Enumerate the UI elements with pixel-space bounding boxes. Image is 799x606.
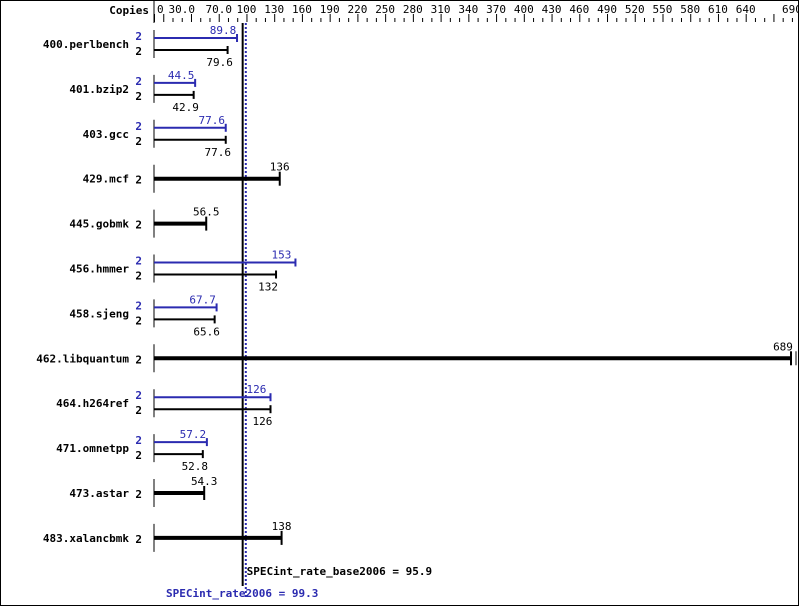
base-value: 79.6 <box>206 56 233 69</box>
base-value: 52.8 <box>182 460 209 473</box>
tick-label: 430 <box>542 3 562 16</box>
peak-value: 44.5 <box>168 69 195 82</box>
benchmark-label: 462.libquantum <box>36 352 129 365</box>
base-copies: 2 <box>135 219 142 232</box>
tick-label: 0 <box>157 3 164 16</box>
tick-label: 550 <box>653 3 673 16</box>
base-value: 65.6 <box>193 325 220 338</box>
base-score-label: SPECint_rate_base2006 = 95.9 <box>247 565 432 578</box>
base-value: 138 <box>272 520 292 533</box>
benchmark-label: 429.mcf <box>83 173 129 186</box>
peak-value: 89.8 <box>210 24 237 37</box>
tick-label: 580 <box>680 3 700 16</box>
base-value: 136 <box>270 161 290 174</box>
base-value: 42.9 <box>172 101 199 114</box>
peak-value: 153 <box>272 249 292 262</box>
peak-copies: 2 <box>135 299 142 312</box>
benchmark-label: 445.gobmk <box>69 218 129 231</box>
benchmark-label: 464.h264ref <box>56 397 129 410</box>
base-copies: 2 <box>135 533 142 546</box>
base-copies: 2 <box>135 174 142 187</box>
tick-label: 30.0 <box>168 3 195 16</box>
base-copies: 2 <box>135 135 142 148</box>
benchmark-label: 483.xalancbmk <box>43 532 129 545</box>
peak-value: 57.2 <box>180 428 207 441</box>
peak-copies: 2 <box>135 434 142 447</box>
base-copies: 2 <box>135 270 142 283</box>
benchmark-label: 473.astar <box>69 487 129 500</box>
tick-label: 250 <box>375 3 395 16</box>
tick-label: 310 <box>431 3 451 16</box>
benchmark-label: 458.sjeng <box>69 307 129 320</box>
base-value: 54.3 <box>191 475 218 488</box>
benchmark-label: 401.bzip2 <box>69 83 129 96</box>
base-value: 77.6 <box>204 146 231 159</box>
tick-label: 190 <box>320 3 340 16</box>
base-value: 689 <box>773 340 793 353</box>
tick-label: 100 <box>237 3 257 16</box>
tick-label: 460 <box>569 3 589 16</box>
benchmark-label: 403.gcc <box>83 128 129 141</box>
tick-label: 340 <box>458 3 478 16</box>
axis-header: Copies <box>109 4 149 17</box>
base-copies: 2 <box>135 404 142 417</box>
peak-value: 67.7 <box>189 293 216 306</box>
tick-label: 220 <box>347 3 367 16</box>
base-value: 56.5 <box>193 206 220 219</box>
tick-label: 640 <box>736 3 756 16</box>
base-copies: 2 <box>135 488 142 501</box>
base-copies: 2 <box>135 314 142 327</box>
peak-copies: 2 <box>135 75 142 88</box>
base-copies: 2 <box>135 90 142 103</box>
base-copies: 2 <box>135 45 142 58</box>
peak-copies: 2 <box>135 30 142 43</box>
peak-score-label: SPECint_rate2006 = 99.3 <box>166 587 318 600</box>
tick-label: 690 <box>782 3 798 16</box>
peak-copies: 2 <box>135 255 142 268</box>
peak-copies: 2 <box>135 120 142 133</box>
tick-label: 610 <box>708 3 728 16</box>
tick-label: 520 <box>625 3 645 16</box>
base-value: 132 <box>258 281 278 294</box>
tick-label: 280 <box>403 3 423 16</box>
tick-label: 130 <box>264 3 284 16</box>
base-copies: 2 <box>135 353 142 366</box>
peak-value: 77.6 <box>198 114 225 127</box>
tick-label: 160 <box>292 3 312 16</box>
tick-label: 400 <box>514 3 534 16</box>
tick-label: 490 <box>597 3 617 16</box>
benchmark-label: 400.perlbench <box>43 38 129 51</box>
peak-copies: 2 <box>135 389 142 402</box>
peak-value: 126 <box>247 383 267 396</box>
base-value: 126 <box>253 415 273 428</box>
benchmark-label: 456.hmmer <box>69 263 129 276</box>
tick-label: 70.0 <box>205 3 232 16</box>
tick-label: 370 <box>486 3 506 16</box>
base-copies: 2 <box>135 449 142 462</box>
benchmark-label: 471.omnetpp <box>56 442 129 455</box>
